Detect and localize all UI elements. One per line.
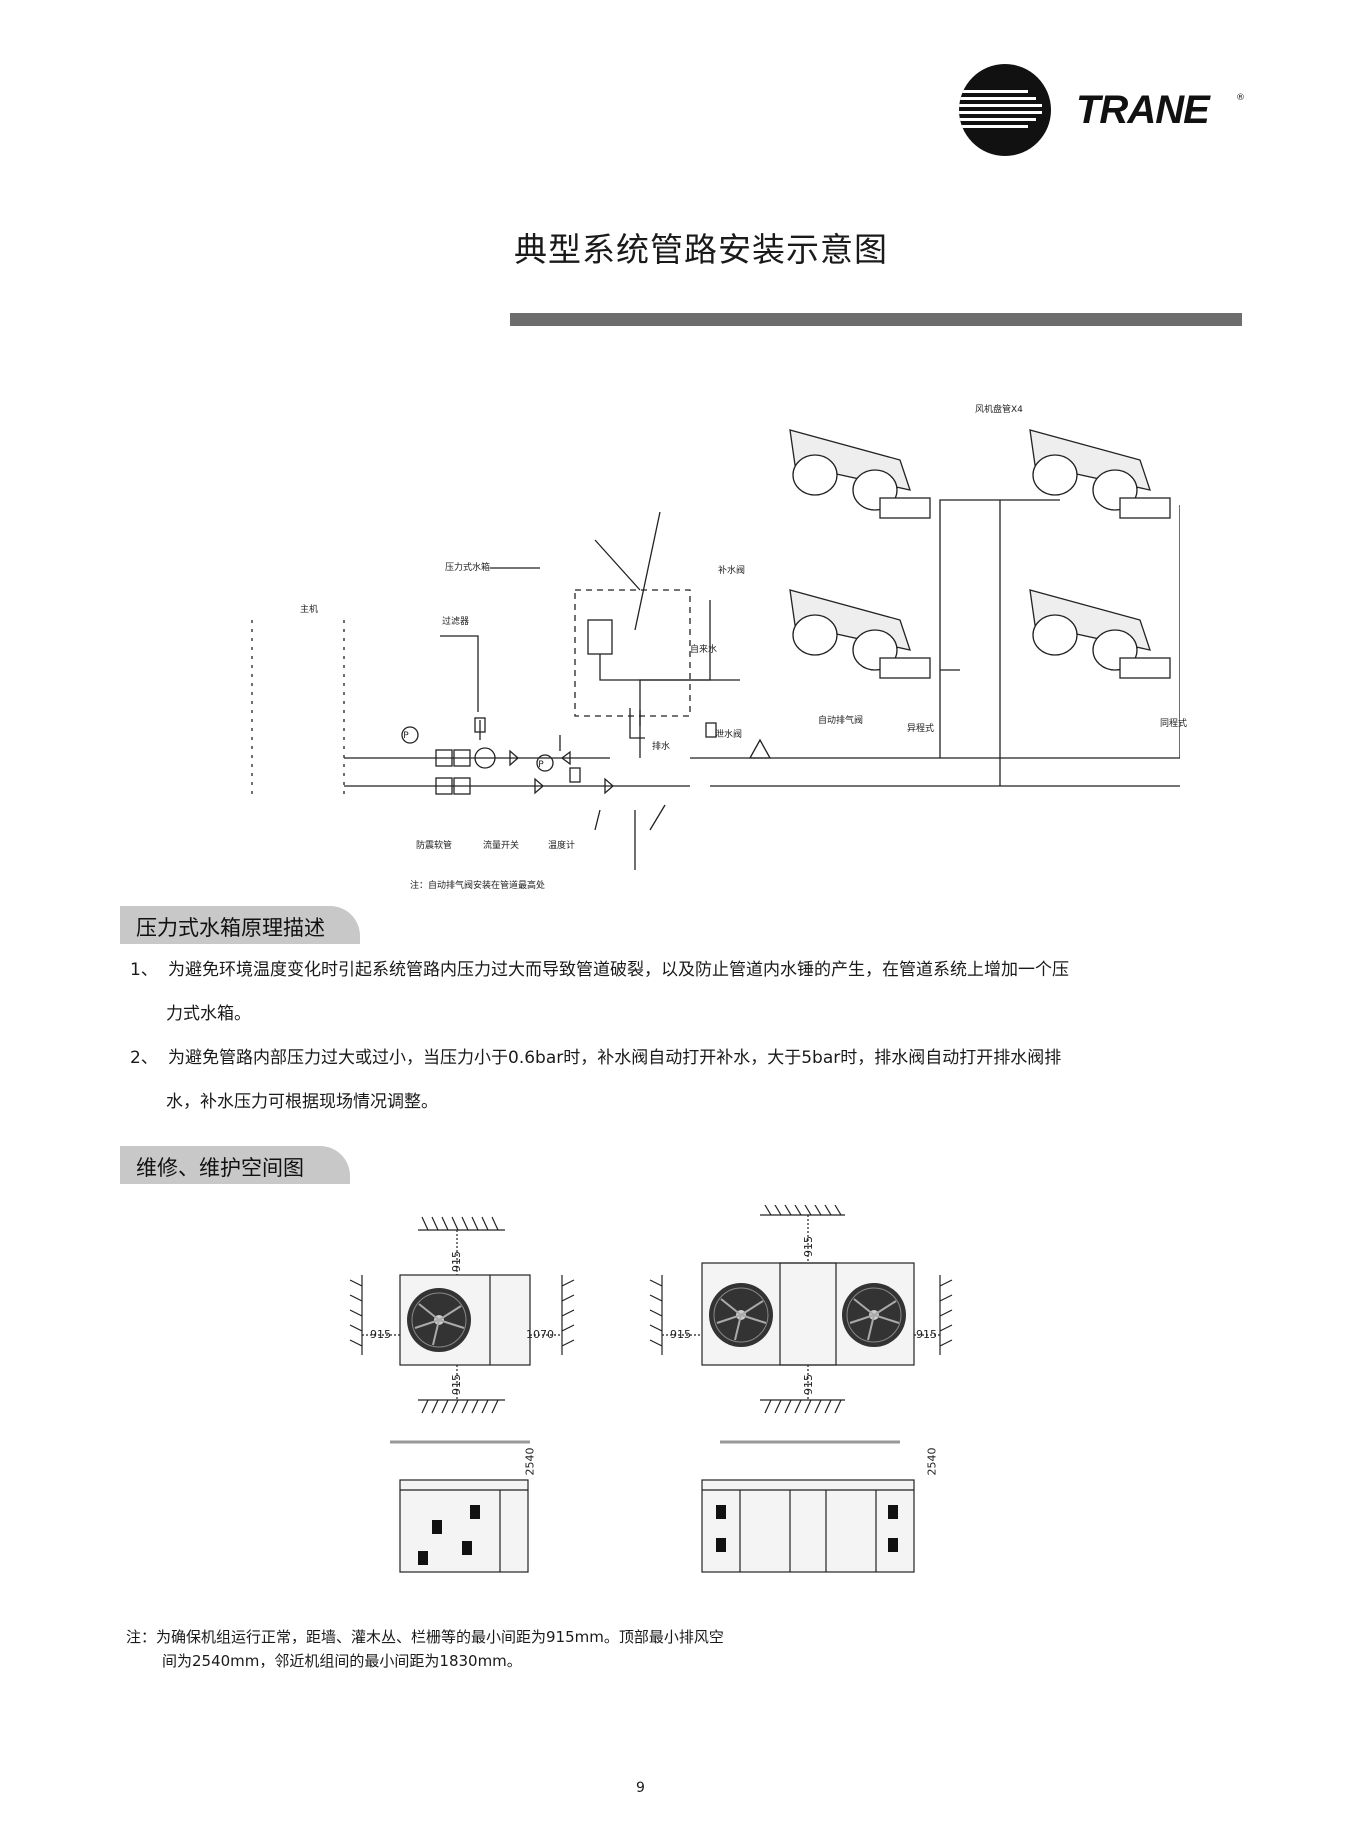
item-number: 1、 bbox=[130, 960, 158, 980]
label-drain: 排水 bbox=[652, 742, 671, 752]
dim-height-right: 2540 bbox=[925, 1447, 939, 1476]
label-auto-air-vent: 自动排气阀 bbox=[818, 716, 864, 726]
label-flexible-joint: 防震软管 bbox=[416, 841, 453, 851]
section2-heading: 维修、维护空间图 bbox=[136, 1156, 304, 1180]
label-relief-valve: 泄水阀 bbox=[715, 730, 743, 740]
footnote: 注：为确保机组运行正常，距墙、灌木丛、栏栅等的最小间距为915mm。顶部最小排风… bbox=[126, 1625, 724, 1673]
list-item: 1、为避免环境温度变化时引起系统管路内压力过大而导致管道破裂，以及防止管道内水锤… bbox=[130, 948, 1250, 1036]
clearance-diagram bbox=[349, 1205, 953, 1573]
dim-left-left: 915 bbox=[370, 1328, 391, 1341]
dim-right-right: 915 bbox=[916, 1328, 937, 1341]
label-thermometer: 温度计 bbox=[548, 841, 576, 851]
footnote-line: 间为2540mm，邻近机组间的最小间距为1830mm。 bbox=[162, 1652, 522, 1670]
pressure-gauge-letter: P bbox=[403, 731, 409, 741]
dim-right-top: 915 bbox=[802, 1236, 815, 1257]
brand-name: TRANE bbox=[1076, 88, 1210, 132]
dim-right-left: 915 bbox=[670, 1328, 691, 1341]
title-divider bbox=[510, 313, 1242, 326]
item-text: 力式水箱。 bbox=[166, 1004, 251, 1024]
section1-heading: 压力式水箱原理描述 bbox=[136, 916, 325, 940]
page-title: 典型系统管路安装示意图 bbox=[514, 230, 888, 269]
piping-diagram: P P bbox=[251, 429, 1180, 870]
dim-height-left: 2540 bbox=[523, 1447, 537, 1476]
section-heading-tab: 维修、维护空间图 bbox=[120, 1146, 350, 1184]
item-number: 2、 bbox=[130, 1048, 158, 1068]
trane-logo-icon bbox=[959, 64, 1051, 156]
label-flow-switch: 流量开关 bbox=[483, 841, 520, 851]
diagram-note: 注：自动排气阀安装在管道最高处 bbox=[410, 881, 546, 891]
dim-left-bottom: 915 bbox=[450, 1374, 463, 1395]
section-heading-tab: 压力式水箱原理描述 bbox=[120, 906, 360, 944]
page-number: 9 bbox=[636, 1780, 645, 1796]
item-text: 为避免环境温度变化时引起系统管路内压力过大而导致管道破裂，以及防止管道内水锤的产… bbox=[168, 960, 1069, 980]
label-filter: 过滤器 bbox=[442, 617, 470, 627]
dim-right-bottom: 915 bbox=[802, 1374, 815, 1395]
label-return-type-left: 异程式 bbox=[907, 724, 935, 734]
item-text: 为避免管路内部压力过大或过小，当压力小于0.6bar时，补水阀自动打开补水，大于… bbox=[168, 1048, 1062, 1068]
registered-mark: ® bbox=[1236, 93, 1245, 103]
label-fcu-group: 风机盘管X4 bbox=[975, 405, 1023, 415]
label-city-water: 自来水 bbox=[690, 645, 718, 655]
label-main-unit: 主机 bbox=[300, 605, 319, 615]
label-return-type-right: 同程式 bbox=[1160, 719, 1188, 729]
dim-left-top: 915 bbox=[450, 1251, 463, 1272]
label-expansion-tank: 压力式水箱 bbox=[445, 563, 491, 573]
footnote-line: 注：为确保机组运行正常，距墙、灌木丛、栏栅等的最小间距为915mm。顶部最小排风… bbox=[126, 1628, 724, 1646]
pressure-gauge-letter: P bbox=[538, 760, 544, 770]
list-item: 2、为避免管路内部压力过大或过小，当压力小于0.6bar时，补水阀自动打开补水，… bbox=[130, 1036, 1250, 1124]
dim-left-right: 1070 bbox=[526, 1328, 554, 1341]
item-text: 水，补水压力可根据现场情况调整。 bbox=[166, 1092, 438, 1112]
label-makeup-valve: 补水阀 bbox=[718, 566, 746, 576]
